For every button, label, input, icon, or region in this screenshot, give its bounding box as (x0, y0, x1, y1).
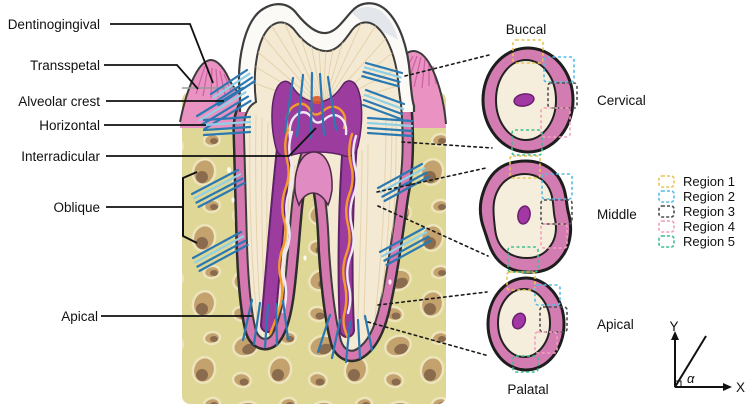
legend-label-region-2: Region 2 (683, 189, 735, 204)
legend-item-region-3: Region 3 (658, 204, 735, 219)
region-5-box-cervical (511, 129, 543, 156)
region-4-box-cervical (540, 107, 571, 138)
oblique-fibers-right-upper (376, 162, 430, 202)
legend-item-region-4: Region 4 (658, 219, 735, 234)
enamel-shading (352, 6, 398, 40)
legend-item-region-2: Region 2 (658, 189, 735, 204)
alpha-label: α (687, 371, 695, 386)
dentinogingival-fibers-right (361, 61, 404, 88)
section-connector-lines (367, 54, 493, 357)
label-apical-level: Apical (597, 317, 634, 332)
horizontal-fibers-right (366, 116, 414, 138)
label-buccal: Buccal (506, 22, 547, 37)
legend-label-region-4: Region 4 (683, 219, 735, 234)
root-canal-middle (517, 205, 531, 225)
region-1-box-apical (506, 271, 536, 291)
region-5-box-middle (507, 246, 539, 273)
legend-swatch-region-4 (658, 220, 675, 233)
legend-item-region-5: Region 5 (658, 234, 735, 249)
apical-fibers-left (241, 298, 290, 349)
middle-cross-section (479, 155, 573, 274)
furcation-dome (294, 151, 333, 208)
legend-swatch-region-5 (658, 235, 675, 248)
transseptal-leader-line (104, 64, 199, 90)
region-1-box-cervical (512, 39, 544, 64)
oblique-fibers-right-lower (378, 226, 432, 266)
pulp-vessels (268, 102, 358, 340)
alpha-angle-line (674, 335, 707, 388)
dentin-striations (245, 22, 403, 327)
pulp-vessel-spot (311, 96, 323, 104)
region-4-box-middle (540, 223, 568, 249)
region-2-box-apical (534, 284, 561, 306)
axis-indicator: Y X α (669, 319, 745, 395)
legend-item-region-1: Region 1 (658, 174, 735, 189)
region-5-box-apical (512, 355, 539, 373)
apical-fibers-right (316, 313, 374, 364)
legend-swatch-region-3 (658, 205, 675, 218)
horizontal-fibers-left (202, 115, 252, 137)
label-cervical-level: Cervical (597, 93, 646, 108)
apical-cross-section (486, 271, 568, 373)
pulp (260, 80, 363, 340)
oblique-bracket (182, 171, 198, 244)
label-interradicular: Interradicular (21, 149, 100, 164)
x-axis-label: X (736, 380, 745, 395)
label-horizontal: Horizontal (39, 118, 100, 133)
alveolar-crest-fibers-right (361, 88, 406, 121)
y-axis-arrowhead (671, 331, 679, 340)
label-middle-level: Middle (597, 207, 637, 222)
dentinogingival-leader-line (110, 23, 214, 84)
x-axis-arrowhead (723, 383, 732, 391)
label-alveolar-crest: Alveolar crest (18, 94, 100, 109)
pdl-highlights (227, 167, 392, 285)
label-apical: Apical (61, 309, 98, 324)
root-canal-apical (511, 312, 527, 330)
region-2-box-cervical (543, 56, 575, 83)
pulp-chamber (271, 80, 363, 158)
label-oblique: Oblique (53, 200, 100, 215)
oblique-fibers-left-upper (190, 168, 246, 208)
interradicular-fibers (283, 71, 338, 140)
legend-label-region-1: Region 1 (683, 174, 735, 189)
oblique-fibers-left-lower (191, 230, 249, 272)
cervical-cross-section (481, 39, 578, 156)
region-1-box-middle (509, 155, 541, 179)
region-3-box-middle (540, 199, 573, 225)
origin-marker (674, 380, 682, 388)
legend-swatch-region-2 (658, 190, 675, 203)
label-transspetal: Transspetal (30, 58, 100, 73)
region-4-box-apical (534, 331, 558, 354)
legend-label-region-3: Region 3 (683, 204, 735, 219)
legend-label-region-5: Region 5 (683, 234, 735, 249)
legend: Region 1 Region 2 Region 3 Region 4 Regi… (658, 174, 735, 249)
y-axis-label: Y (669, 319, 678, 334)
region-3-box-apical (539, 306, 568, 333)
root-canal-cervical (513, 93, 535, 107)
legend-swatch-region-1 (658, 175, 675, 188)
interradicular-leader-line (106, 127, 317, 157)
region-2-box-middle (541, 173, 573, 200)
label-palatal: Palatal (507, 382, 548, 397)
label-dentinogingival: Dentinogingival (8, 17, 100, 32)
